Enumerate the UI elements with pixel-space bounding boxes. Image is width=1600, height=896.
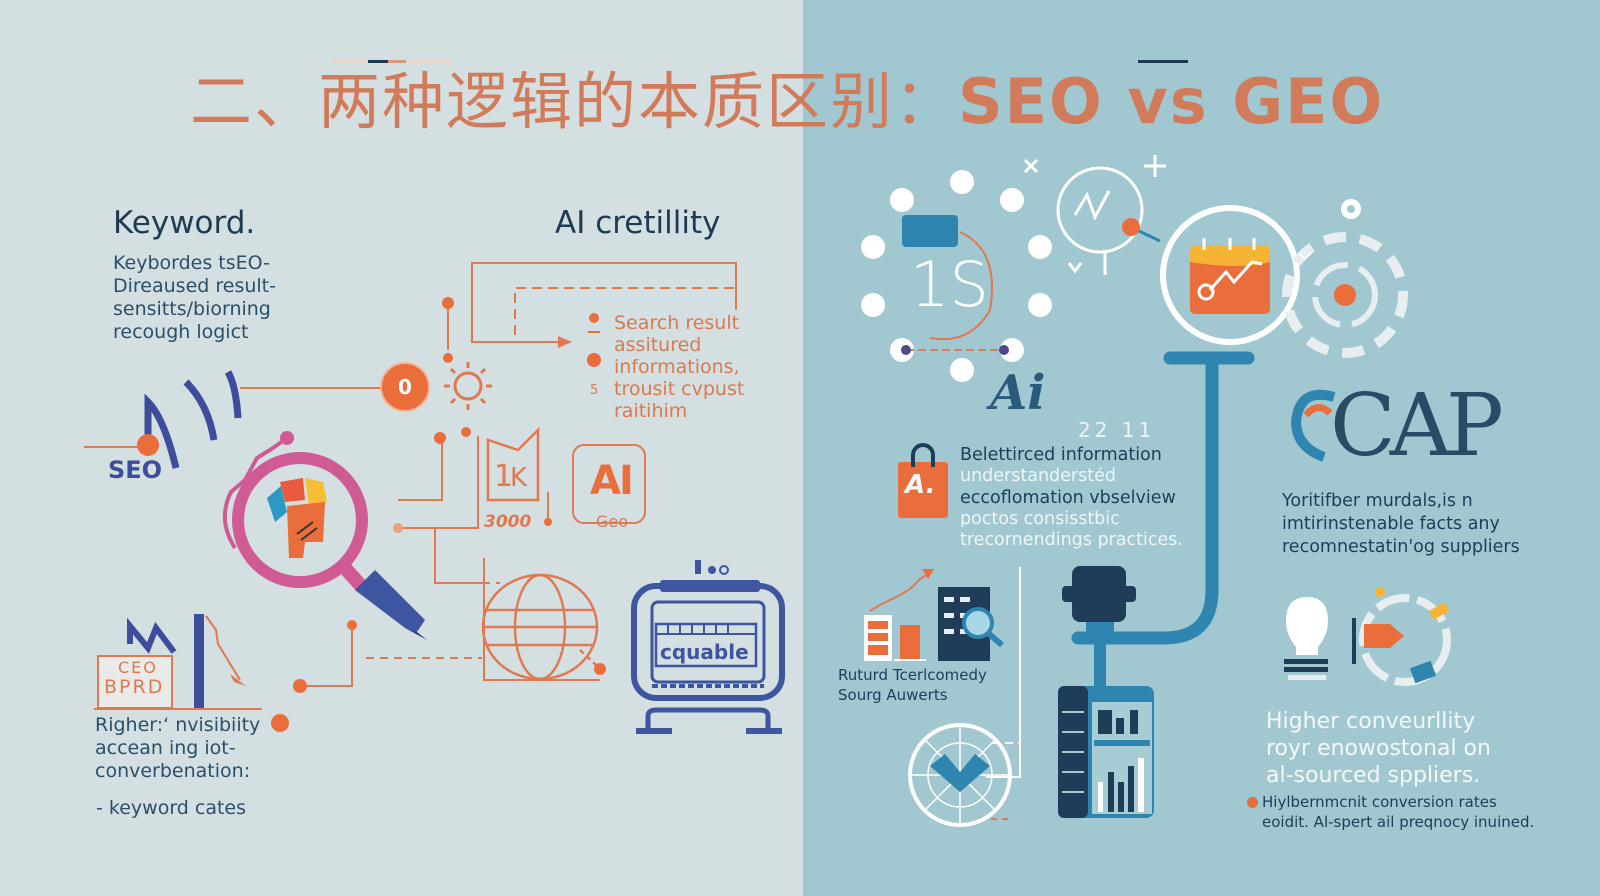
chart-caption-2: Sourg Auwerts (838, 686, 948, 704)
ai-credibility-heading: AI cretillity (555, 205, 721, 241)
arrow-cycle-icon (1352, 587, 1451, 686)
calendar-circle (1160, 205, 1300, 345)
check-globe-icon (908, 723, 1012, 827)
conversion-line-1: Higher conveurllity (1266, 709, 1476, 734)
tag-handle (911, 443, 935, 467)
visibility-line-3: converbenation: (95, 760, 251, 782)
ai-line-5: raitihim (614, 400, 688, 422)
ai-box-label: AI (590, 458, 634, 504)
info-line-2: understanderstéd (960, 466, 1116, 486)
keyword-line-1: Keybordes tsEO- (113, 252, 270, 274)
info-line-1: Belettirced information (960, 445, 1162, 465)
server-chart-device-icon (1058, 566, 1154, 818)
data-document-icon: 1 K (486, 426, 540, 502)
title-accent-left-orange (388, 60, 406, 63)
sketch-chart-circle-icon (1023, 155, 1166, 275)
conversion-bullet-1: Hiylbernmcnit conversion rates (1262, 793, 1497, 811)
signal-waves-icon (137, 370, 242, 469)
title-accent-right (1138, 60, 1188, 63)
ai-bullet-number: 5 (590, 383, 599, 398)
ai-geo-box-icon (572, 444, 646, 524)
calendar-chart-icon (1190, 238, 1270, 314)
ai-line-4: trousit cvpust (614, 378, 745, 400)
supplier-line-1: Yoritifber murdals,is n (1282, 491, 1473, 511)
magnifier-puzzle-icon (223, 431, 427, 640)
svg-text:K: K (510, 463, 528, 493)
tag-icon-label: A. (905, 470, 936, 500)
keyword-line-4: recough logict (113, 321, 249, 343)
chart-caption-1: Ruturd Tcerlcomedy (838, 666, 987, 684)
cap-logo: CAP (1330, 376, 1504, 476)
chart-box-line-1: CEO (118, 658, 158, 677)
keyword-line-2: Direaused result- (113, 275, 276, 297)
gear-cycle-icon (1282, 199, 1408, 358)
lightbulb-icon (1284, 597, 1328, 680)
terminal-device-icon (631, 560, 785, 734)
globe-icon (481, 573, 606, 681)
geo-panel-background (803, 0, 1600, 896)
shopping-tag-icon (898, 462, 948, 518)
page-title: 二、两种逻辑的本质区别：SEO vs GEO (190, 62, 1410, 142)
pipe-connector (1071, 351, 1255, 645)
conversion-bullet-dot (1247, 797, 1258, 808)
right-numbers: 22 11 (1078, 418, 1156, 442)
terminal-label: cquable (660, 640, 749, 664)
ai-box-caption: Geo (596, 512, 629, 531)
badge-text: 0 (398, 375, 412, 399)
ai-logo: Ai (990, 365, 1046, 421)
left-connector-lines (84, 262, 737, 732)
visibility-line-2: accean ing iot- (95, 737, 236, 759)
supplier-line-3: recomnestatin'og suppliers (1282, 537, 1520, 557)
svg-text:1: 1 (494, 459, 513, 494)
info-line-4: poctos consisstbic (960, 509, 1120, 529)
gear-icon (444, 362, 492, 410)
keyword-heading: Keyword. (113, 205, 256, 241)
visibility-bullet: - keyword cates (96, 797, 247, 819)
seo-label: SEO (108, 456, 163, 484)
orange-badge-icon: 0 (380, 362, 430, 412)
info-line-5: trecornendings practices. (960, 530, 1183, 550)
conversion-line-3: al-sourced sppliers. (1266, 763, 1481, 788)
cap-logo-text: CAP (1330, 376, 1504, 476)
conversion-line-2: royr enowostonal on (1266, 736, 1491, 761)
growth-building-icon (864, 569, 1004, 661)
conversion-bullet-2: eoidit. Al-spert ail preqnocy inuined. (1262, 813, 1535, 831)
stat-number: 3000 (484, 512, 532, 532)
keyword-line-3: sensitts/biorning (113, 298, 271, 320)
icon-1s-label: 1S (910, 248, 989, 321)
cap-refresh-icon (1290, 389, 1336, 462)
ai-line-1: Search result (614, 312, 740, 334)
title-prefix: 二、两种逻辑的本质区别： (190, 65, 959, 138)
ai-line-2: assitured (614, 334, 702, 356)
supplier-line-2: imtirinstenable facts any (1282, 514, 1500, 534)
dot-ring-icon (861, 170, 1052, 382)
ai-line-3: informations, (614, 356, 740, 378)
title-accent-left-dark (368, 60, 388, 63)
chart-box-line-2: BPRD (104, 676, 165, 698)
info-line-3: eccoflomation vbselview (960, 488, 1176, 508)
title-suffix: SEO vs GEO (958, 65, 1385, 138)
visibility-line-1: Righer:‘ nvisibiity (95, 714, 261, 736)
seo-chart-icon (94, 614, 262, 710)
